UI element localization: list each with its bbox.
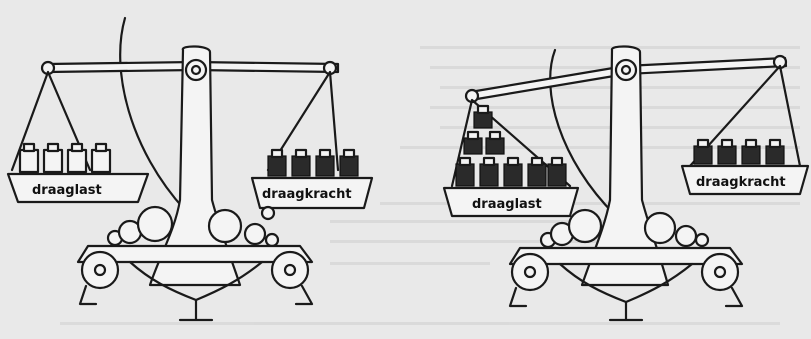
- pan-label-draagkracht: draagkracht: [262, 187, 352, 202]
- pivot-center: [190, 64, 202, 76]
- balance-arm-curve-2: [549, 48, 617, 217]
- base-feet-2: [508, 252, 744, 322]
- scale-base-2: [508, 246, 744, 266]
- pan-draagkracht-2: [680, 164, 810, 196]
- balanced-scale: draaglast draagkracht: [6, 16, 374, 322]
- pan-draagkracht: [250, 176, 374, 210]
- light-dark-jars: [693, 138, 785, 165]
- tipped-scale: draaglast draagkracht: [442, 45, 810, 322]
- pan-label-draaglast: draaglast: [32, 183, 102, 198]
- pan-draaglast: [6, 172, 150, 204]
- light-jars: [18, 142, 112, 174]
- pan-draaglast-2: [442, 186, 580, 218]
- pivot-knob-2: [614, 58, 638, 82]
- pan-label-draaglast-2: draaglast: [472, 197, 542, 212]
- scale-base: [76, 244, 314, 264]
- pivot-knob: [184, 58, 208, 82]
- heavy-jars: [455, 104, 567, 187]
- ball-pile: [106, 205, 280, 248]
- pivot-center-2: [620, 64, 632, 76]
- base-feet: [78, 250, 314, 322]
- dark-jars: [267, 148, 359, 177]
- pan-label-draagkracht-2: draagkracht: [696, 175, 786, 190]
- ball-pile-2: [539, 208, 710, 249]
- balance-arm-curve: [119, 16, 187, 212]
